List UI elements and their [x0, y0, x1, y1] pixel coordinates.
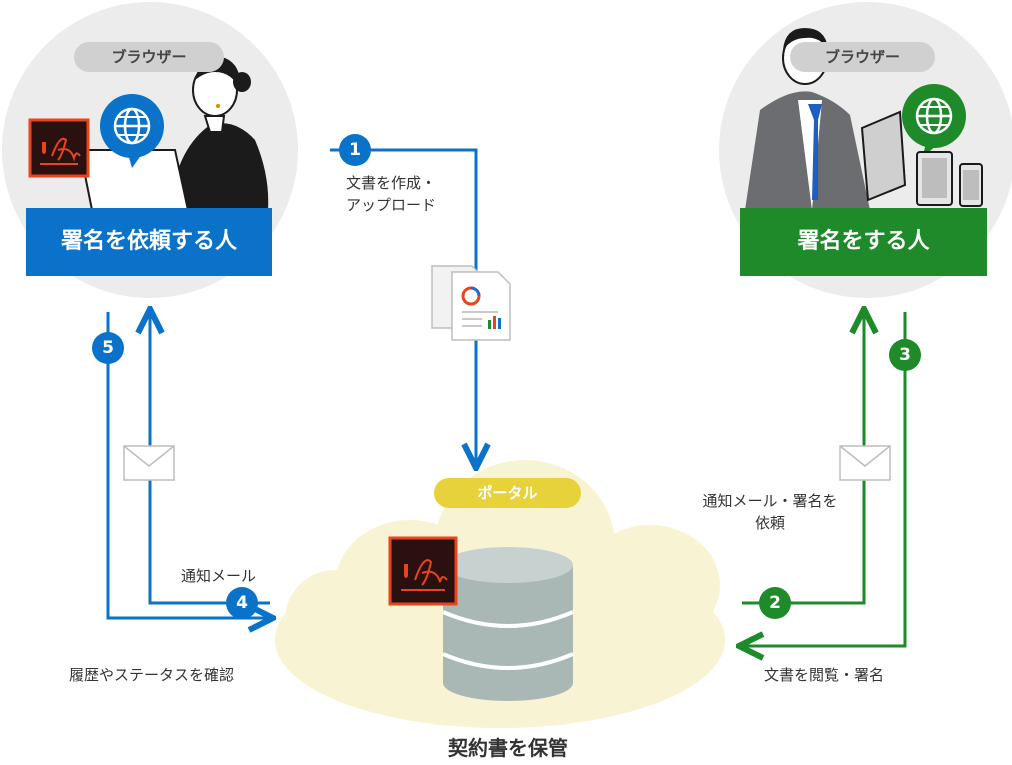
portal-label: ポータル [434, 478, 581, 508]
step-2-number: 2 [769, 593, 781, 613]
globe-icon [100, 94, 164, 168]
right-browser-label: ブラウザー [790, 42, 935, 72]
document-icon [431, 265, 511, 341]
smartphone-icon [959, 163, 983, 207]
arrow-step-5 [106, 312, 270, 618]
left-browser-label: ブラウザー [74, 42, 224, 72]
step-5-label: 履歴やステータスを確認 [69, 666, 235, 684]
step-5-badge [92, 332, 124, 364]
step-4-label: 通知メール [181, 567, 257, 585]
step-4-badge [226, 587, 258, 619]
envelope-icon [123, 445, 175, 481]
portal-caption: 契約書を保管 [448, 736, 568, 760]
database-icon [442, 547, 574, 701]
step-1-badge [339, 134, 371, 166]
step-5-number: 5 [102, 338, 114, 358]
signer-role-banner: 署名をする人 [740, 208, 987, 276]
arrow-step-1 [330, 148, 476, 465]
globe-icon [902, 84, 966, 158]
tablet-icon [916, 151, 953, 206]
adobe-sign-icon [388, 536, 458, 606]
requester-role-banner: 署名を依頼する人 [26, 208, 272, 276]
step-3-badge [889, 339, 921, 371]
step-2-badge [759, 587, 791, 619]
envelope-icon [839, 445, 891, 481]
step-1-label: 文書を作成・ アップロード [346, 174, 437, 214]
step-2-label: 文書を閲覧・署名 [764, 666, 885, 684]
adobe-sign-icon [28, 118, 90, 178]
step-3-number: 3 [899, 345, 911, 365]
step-1-number: 1 [349, 140, 361, 160]
step-3-label: 通知メール・署名を 依頼 [702, 492, 838, 532]
step-4-number: 4 [236, 593, 248, 613]
arrow-step-3 [742, 312, 907, 646]
person-signer [745, 28, 907, 210]
